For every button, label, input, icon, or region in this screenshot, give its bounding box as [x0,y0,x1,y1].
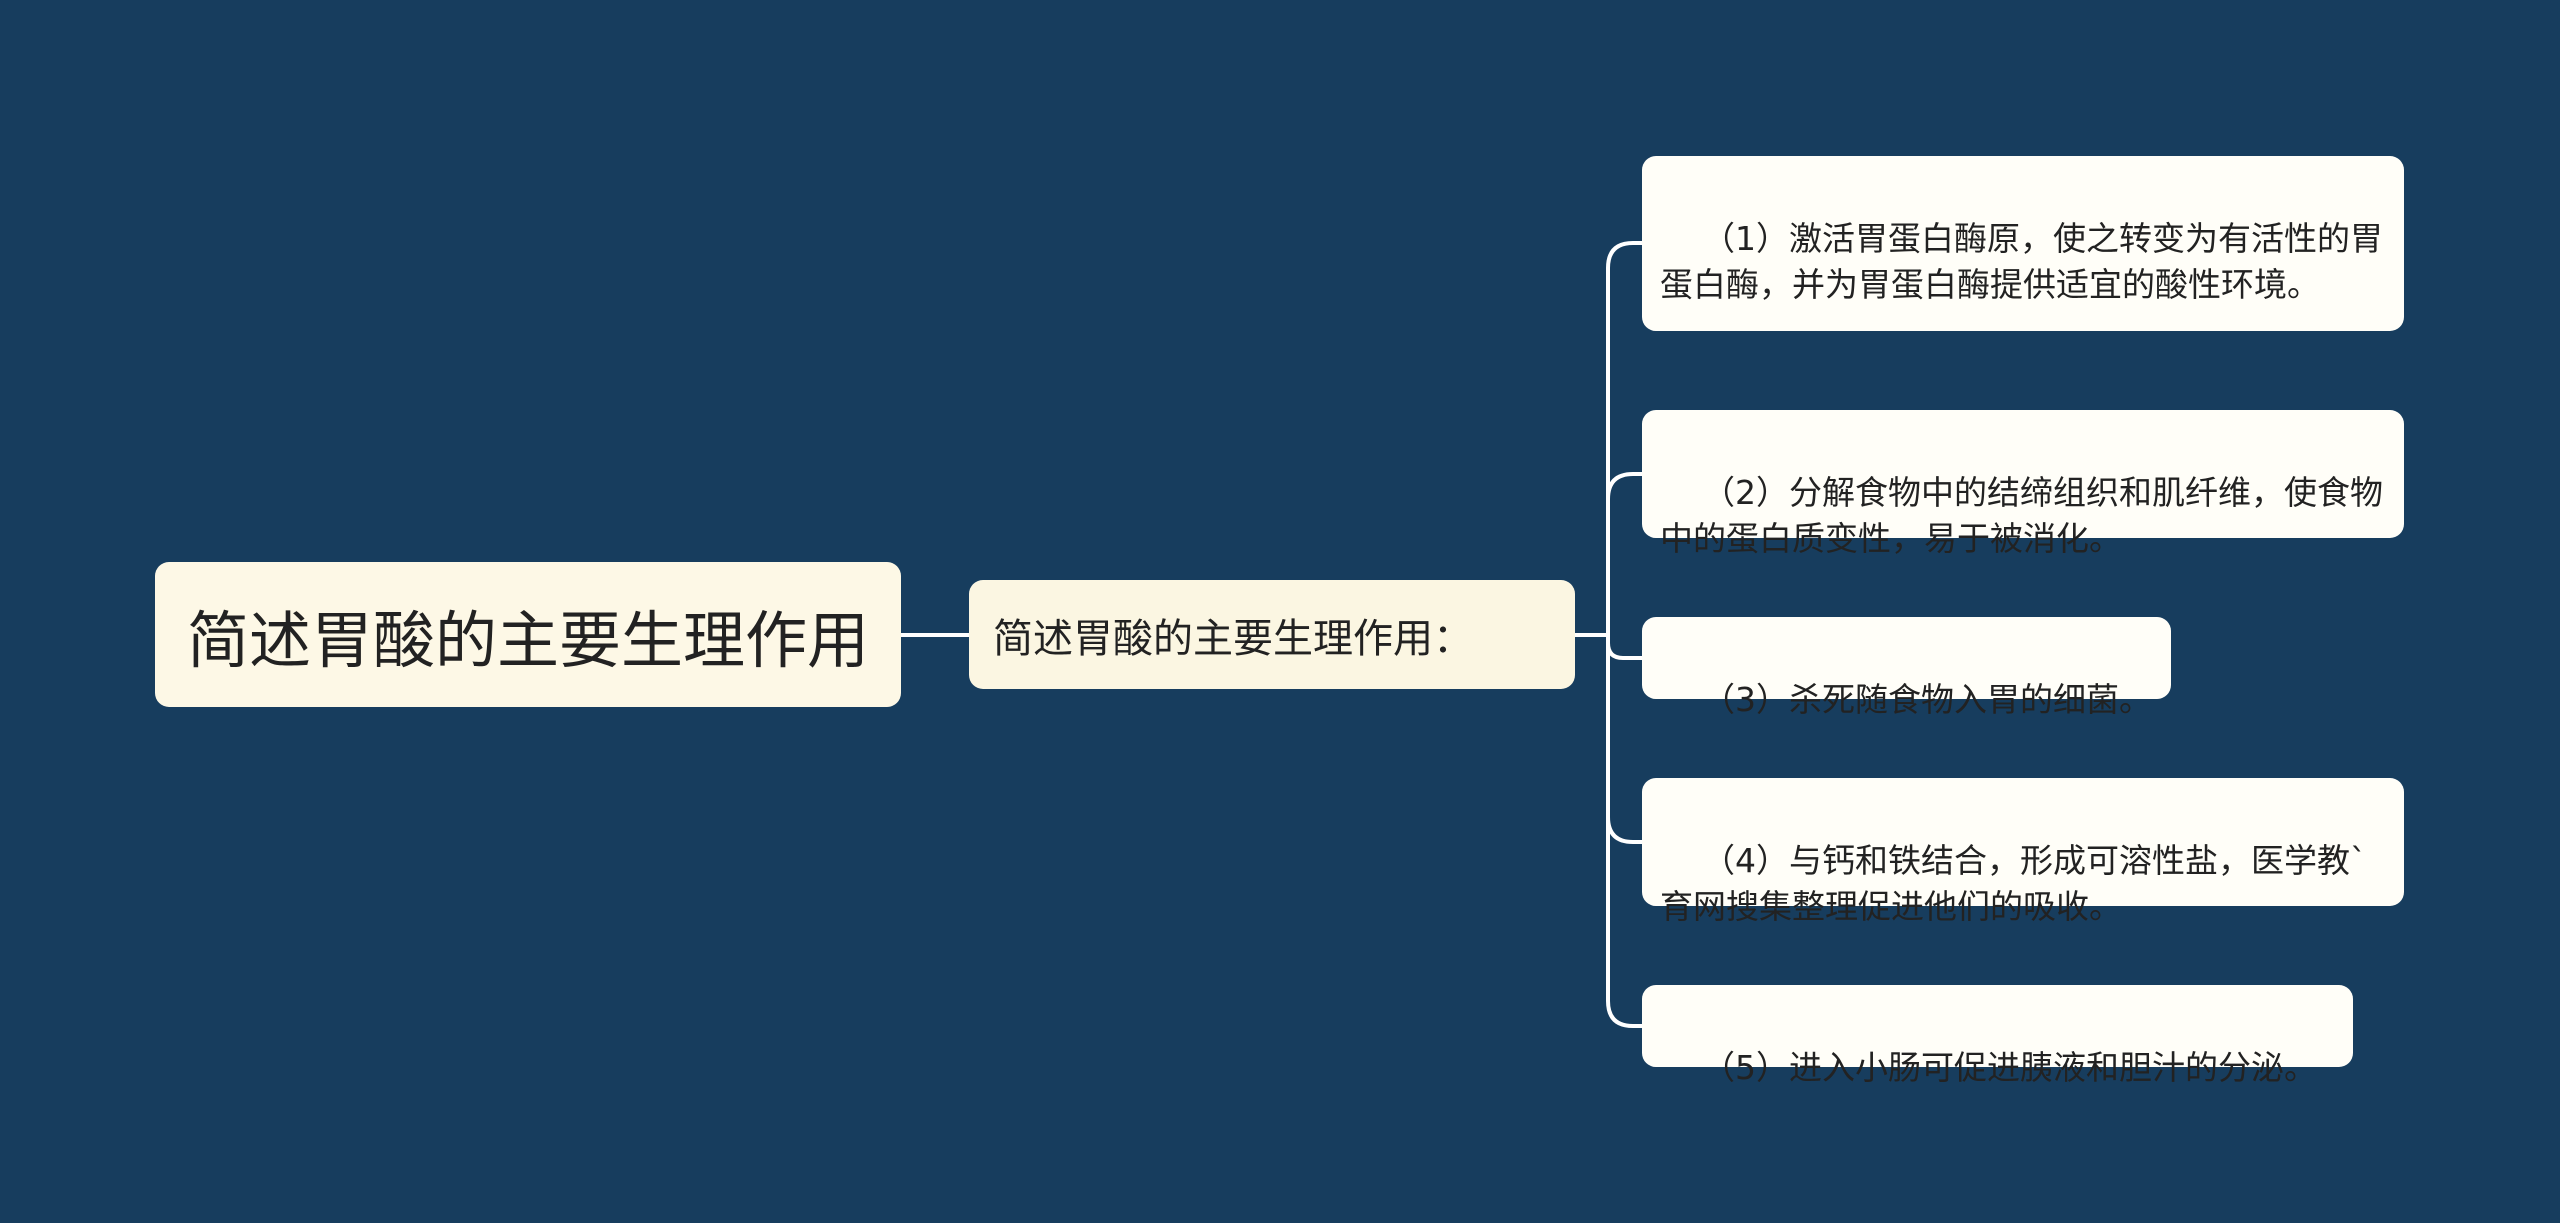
leaf-node-4[interactable]: （4）与钙和铁结合，形成可溶性盐，医学教`育网搜集整理促进他们的吸收。 [1642,778,2404,926]
connector-leaf-1 [1606,241,1642,635]
root-node[interactable]: 简述胃酸的主要生理作用 [155,562,901,707]
leaf-node-label: （3）杀死随食物入胃的细菌。 [1701,680,2152,719]
leaf-node-5[interactable]: （5）进入小肠可促进胰液和胆汁的分泌。 [1642,985,2353,1087]
leaf-node-3[interactable]: （3）杀死随食物入胃的细菌。 [1642,617,2171,719]
connector-leaf-4 [1606,635,1642,844]
leaf-node-label: （5）进入小肠可促进胰液和胆汁的分泌。 [1701,1048,2317,1087]
branch-node-label: 简述胃酸的主要生理作用： [993,615,1473,662]
leaf-node-2[interactable]: （2）分解食物中的结缔组织和肌纤维，使食物中的蛋白质变性，易于被消化。 [1642,410,2404,558]
leaf-node-label: （4）与钙和铁结合，形成可溶性盐，医学教`育网搜集整理促进他们的吸收。 [1660,841,2367,926]
connector-leaf-2 [1606,472,1642,635]
leaf-node-label: （1）激活胃蛋白酶原，使之转变为有活性的胃蛋白酶，并为胃蛋白酶提供适宜的酸性环境… [1660,219,2383,304]
branch-node[interactable]: 简述胃酸的主要生理作用： [969,580,1575,689]
connector-leaf-3 [1606,635,1642,660]
connector-leaf-5 [1606,635,1642,1028]
root-node-label: 简述胃酸的主要生理作用 [186,603,869,677]
leaf-node-1[interactable]: （1）激活胃蛋白酶原，使之转变为有活性的胃蛋白酶，并为胃蛋白酶提供适宜的酸性环境… [1642,156,2404,331]
leaf-node-label: （2）分解食物中的结缔组织和肌纤维，使食物中的蛋白质变性，易于被消化。 [1660,473,2383,558]
